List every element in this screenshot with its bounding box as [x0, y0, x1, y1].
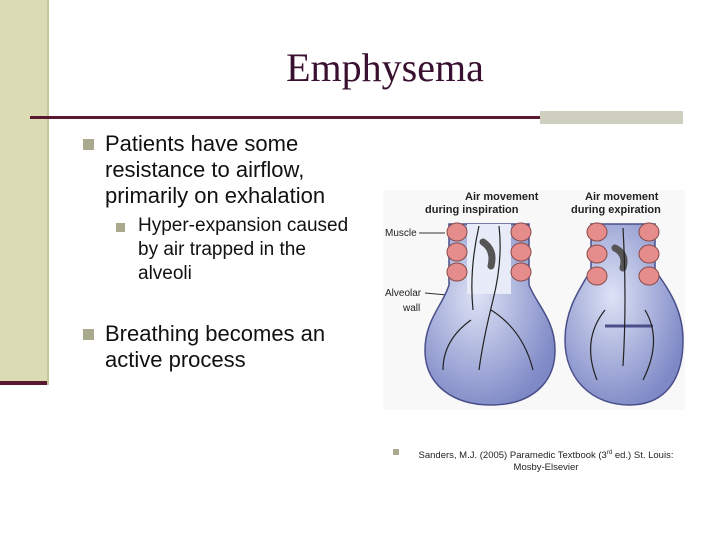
- label-alveolar-line2: wall: [402, 303, 420, 314]
- sub-bullet-1-text: Hyper-expansion caused by air trapped in…: [138, 215, 349, 284]
- reference-citation: Sanders, M.J. (2005) Paramedic Textbook …: [416, 447, 676, 474]
- bullet-1-text: Patients have some resistance to airflow…: [105, 131, 326, 208]
- reference-text-start: Sanders, M.J. (2005) Paramedic Textbook …: [418, 450, 607, 462]
- sub-bullet-1: Hyper-expansion caused by air trapped in…: [116, 214, 356, 286]
- reference-superscript: rd: [606, 450, 613, 456]
- label-expiration-line1: Air movement: [585, 191, 659, 203]
- label-muscle: Muscle: [385, 228, 417, 239]
- left-accent-line: [47, 0, 49, 385]
- bullet-2: Breathing becomes an active process: [83, 321, 363, 373]
- left-accent-base: [0, 381, 47, 385]
- label-inspiration-line1: Air movement: [465, 191, 539, 203]
- reference-marker: [393, 449, 399, 455]
- bullet-marker: [83, 139, 94, 150]
- label-inspiration-line2: during inspiration: [425, 204, 519, 216]
- bullet-1: Patients have some resistance to airflow…: [83, 131, 358, 209]
- label-alveolar-line1: Alveolar: [385, 288, 422, 299]
- reference-text-end: ed.) St. Louis: Mosby-Elsevier: [513, 450, 674, 474]
- label-expiration-line2: during expiration: [571, 204, 661, 216]
- sub-bullet-marker: [116, 223, 125, 232]
- bullet-marker: [83, 329, 94, 340]
- slide-title: Emphysema: [286, 45, 484, 90]
- bullet-2-text: Breathing becomes an active process: [105, 321, 326, 372]
- left-accent-bar: [0, 0, 47, 385]
- title-rule-block: [540, 111, 683, 124]
- title-rule: [30, 116, 540, 119]
- alveoli-illustration: Air movement during inspiration Air move…: [385, 191, 684, 406]
- alveoli-diagram: Air movement during inspiration Air move…: [383, 190, 685, 410]
